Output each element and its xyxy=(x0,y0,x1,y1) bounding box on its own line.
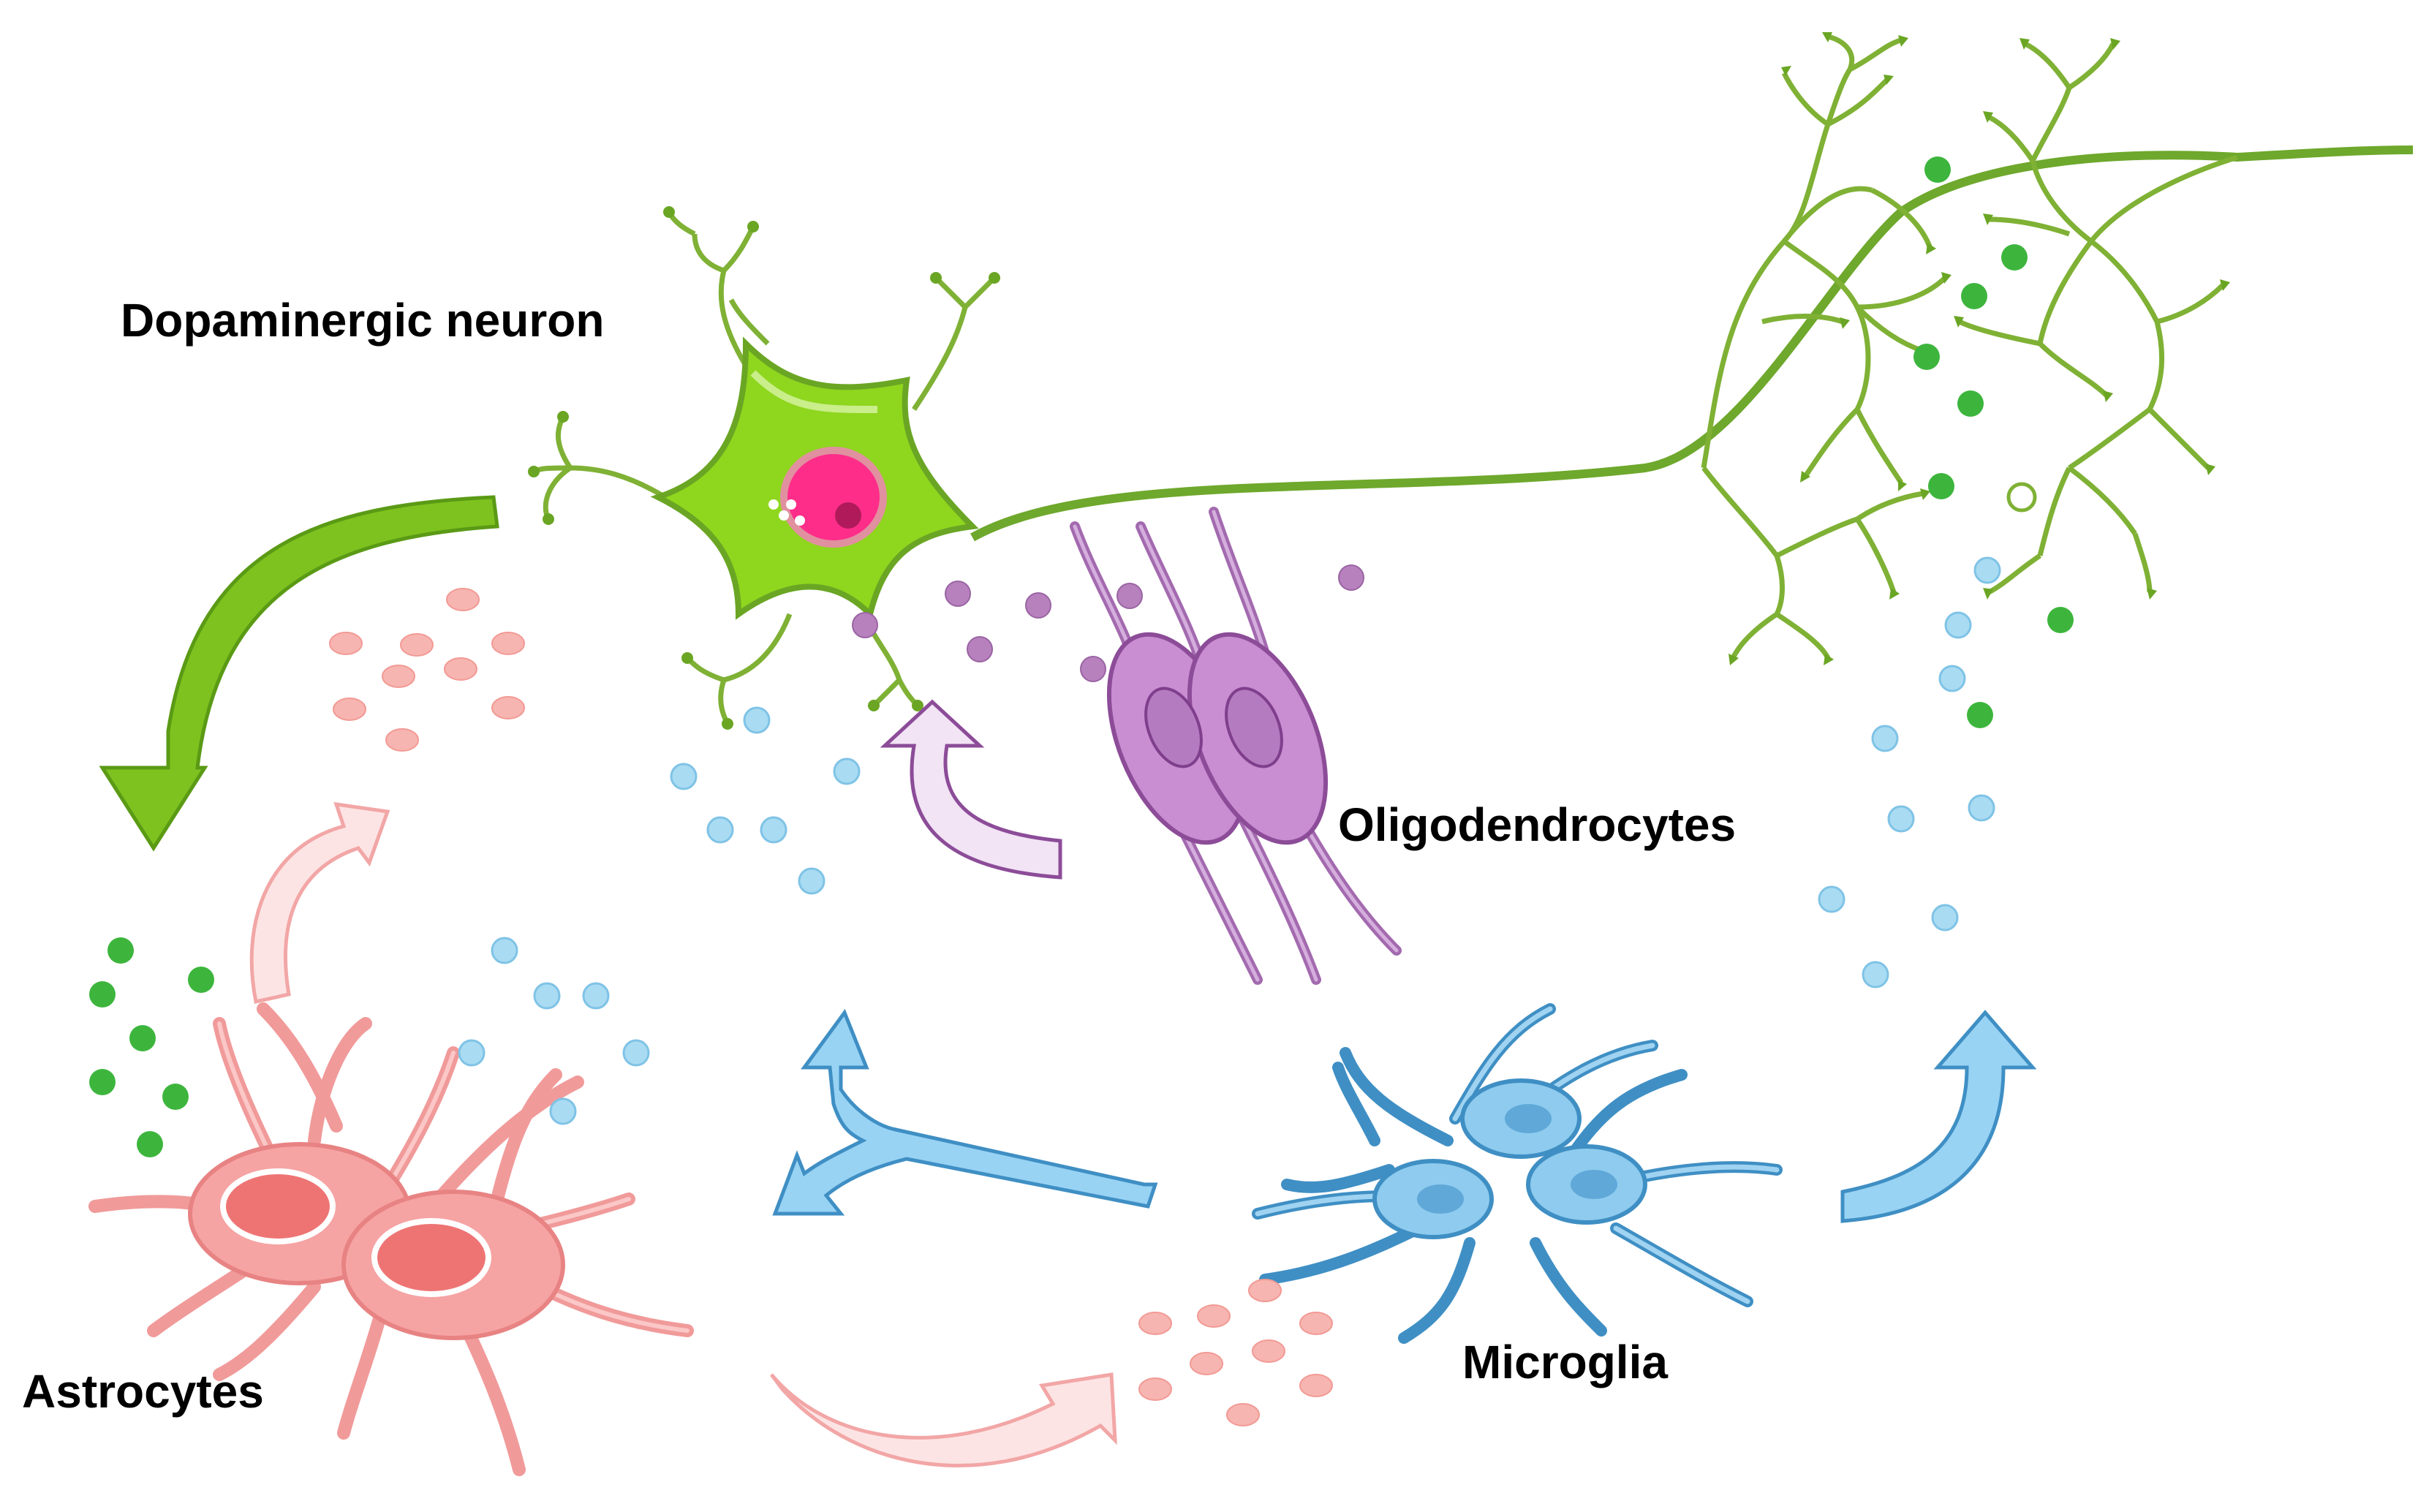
astrocytes xyxy=(88,1002,694,1476)
neuron-dendrite-tips xyxy=(528,206,1000,730)
open-green-dot xyxy=(2006,482,2037,513)
terminal-boutons-right xyxy=(1954,38,2230,600)
arrow-astrocytes-up xyxy=(249,801,390,1004)
arrow-neuron-to-astrocytes xyxy=(99,495,499,852)
dopaminergic-neuron xyxy=(528,206,1000,730)
label-oligodendrocytes: Oligodendrocytes xyxy=(1338,798,1736,851)
axon xyxy=(970,145,2414,542)
axon-terminals-right xyxy=(1958,41,2239,595)
neuron-nucleus xyxy=(780,447,887,548)
label-microglia: Microglia xyxy=(1462,1336,1668,1388)
microglia xyxy=(1252,1003,1783,1344)
oligodendrocytes xyxy=(1070,507,1402,985)
neuron-nucleolus xyxy=(835,502,861,529)
terminal-boutons-left xyxy=(1729,32,1952,665)
axon-terminals-left xyxy=(1701,34,1947,659)
arrow-oligodendrocytes-to-neuron xyxy=(880,699,1062,880)
green-dots xyxy=(89,156,2074,1157)
arrow-astrocytes-to-microglia xyxy=(770,1372,1117,1467)
label-astrocytes: Astrocytes xyxy=(22,1365,264,1418)
soma-highlight xyxy=(750,370,878,413)
purple-dots xyxy=(852,564,1364,682)
label-dopaminergic-neuron: Dopaminergic neuron xyxy=(121,294,604,347)
arrow-microglia-branch xyxy=(772,1008,1158,1216)
pink-dots xyxy=(329,588,1333,1426)
neuron-vesicles xyxy=(768,499,805,526)
blue-dots xyxy=(458,556,2001,1125)
arrow-microglia-up xyxy=(1840,1010,2037,1223)
